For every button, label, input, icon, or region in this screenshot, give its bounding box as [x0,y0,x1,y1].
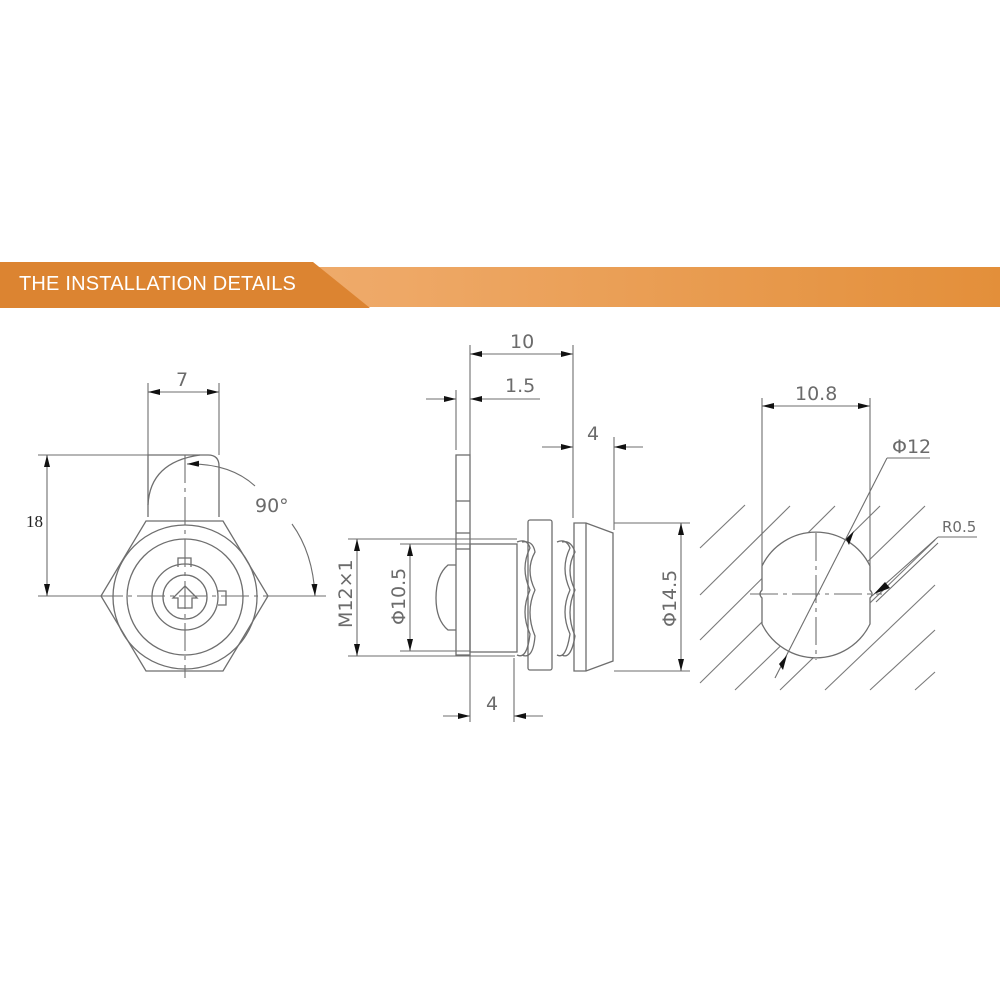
plug-dome [435,564,456,631]
banner-title: THE INSTALLATION DETAILS [19,273,297,295]
dim-line-hole-diameter [774,457,888,679]
dim-thread: M12×1 [335,559,357,628]
thread-rear [556,540,571,657]
dim-head-length: 4 [587,423,599,445]
rotation-arc-upper [186,460,256,487]
dim-thread-length: 4 [486,693,498,715]
cam-rotation-arc [147,454,201,506]
rotation-arc-lower [291,523,318,597]
dim-height: 18 [26,512,43,531]
front-view: 7 18 90° [26,369,326,678]
cutout-view: 10.8 Φ12 R0.5 [699,383,977,691]
dim-cam-thickness: 1.5 [505,375,535,397]
dim-hole-diameter: Φ12 [892,436,931,458]
dim-overall-length: 10 [510,331,534,353]
dim-flat-width: 10.8 [795,383,837,405]
cutout-hole-outline [759,531,873,659]
section-banner: THE INSTALLATION DETAILS [0,262,1000,308]
side-notch [218,590,227,606]
cam-plate [455,454,471,656]
dim-head-diameter: Φ14.5 [659,570,681,627]
side-view: 10 1.5 4 4 M12×1 Φ10.5 Φ14.5 [335,331,690,722]
cam-plate-outline [147,454,220,517]
lock-head [573,522,614,672]
banner-tab [0,262,370,308]
dim-inner-diameter: Φ10.5 [388,568,410,625]
dim-corner-radius: R0.5 [942,518,976,536]
dim-rotation: 90° [255,495,289,517]
mounting-nut [527,519,553,671]
dim-cam-width: 7 [176,369,188,391]
lock-body [469,543,518,653]
